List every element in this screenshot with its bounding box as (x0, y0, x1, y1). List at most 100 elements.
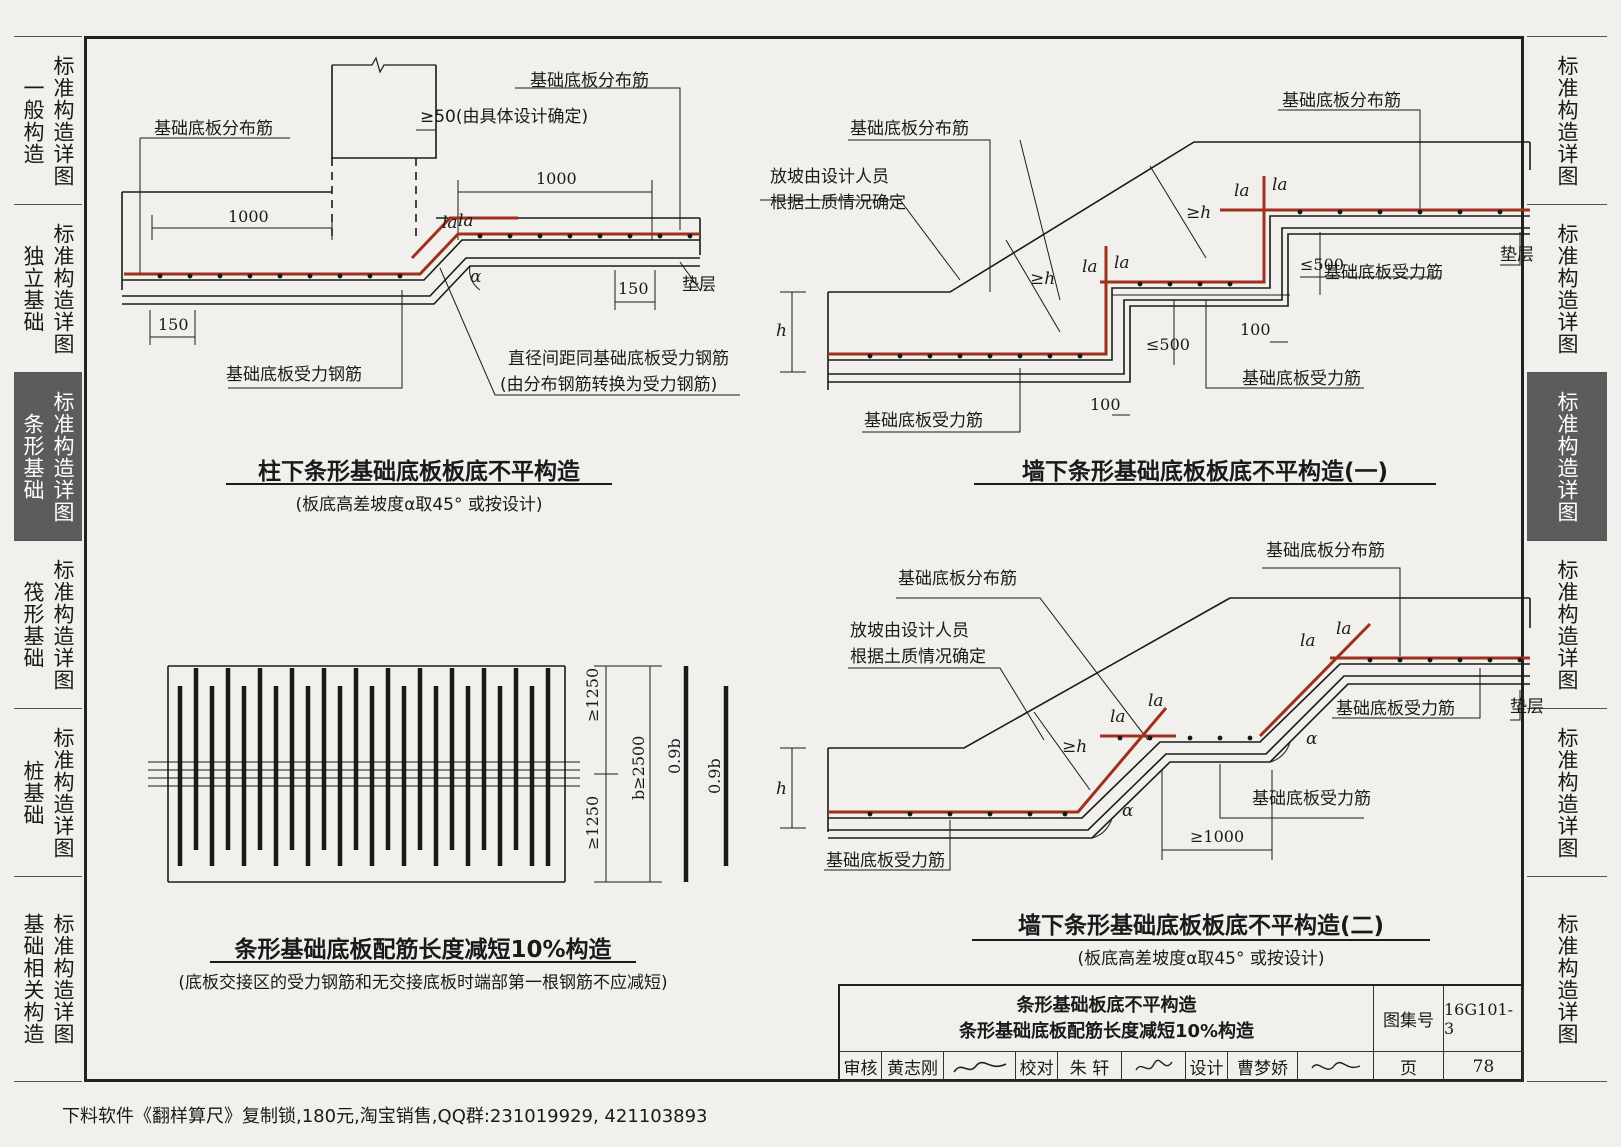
diagram-bar-shortening (148, 665, 662, 883)
dim-100: 100 (1090, 395, 1121, 414)
label-dist-bar: 基础底板分布筋 (1266, 541, 1385, 561)
side-tab-isolated-footing[interactable]: 独立基础标准构造详图 (14, 204, 82, 372)
label-main-bar: 基础底板受力筋 (1324, 263, 1443, 283)
label-slope-note: 放坡由设计人员 (770, 167, 889, 187)
label-la: la (1148, 691, 1164, 711)
signature-image (1134, 1059, 1173, 1070)
caption-d2-title: 墙下条形基础底板板底不平构造(一) (1021, 459, 1389, 485)
label-ge-h: ≥h (1186, 203, 1211, 223)
side-tab-sublabel: 标准构造详图 (51, 726, 75, 859)
check-label: 校对 (1016, 1052, 1058, 1082)
rebar-slope-d1 (410, 216, 518, 260)
label-h: h (776, 779, 787, 799)
designer-name: 曹梦娇 (1228, 1052, 1298, 1082)
label-ge-h: ≥h (1030, 269, 1055, 289)
label-min50: ≥50(由具体设计确定) (420, 107, 588, 127)
right-tab-6[interactable]: 标准构造详图 (1527, 876, 1607, 1082)
reviewer-name: 黄志刚 (882, 1052, 944, 1082)
label-alpha: α (470, 267, 482, 287)
diagram-column-footing (121, 56, 740, 396)
label-dist-bar: 基础底板分布筋 (850, 119, 969, 139)
dim-1000-left: 1000 (228, 207, 269, 226)
caption-d3-title: 条形基础底板配筋长度减短10%构造 (234, 937, 612, 963)
label-la: la (458, 211, 474, 231)
label-main-bar: 基础底板受力筋 (1242, 369, 1361, 389)
label-la: la (1082, 257, 1098, 277)
footer-text: 下料软件《翻样算尺》复制锁,180元,淘宝销售,QQ群:231019929, 4… (62, 1106, 708, 1127)
rebar-main-d4-left (828, 707, 1168, 814)
right-tab-label: 标准构造详图 (1555, 726, 1579, 859)
label-main-bar: 基础底板受力筋 (1252, 789, 1371, 809)
drawing-frame (84, 36, 1524, 1082)
dim-b: b≥2500 (629, 736, 648, 800)
dim-ge1250: ≥1250 (583, 668, 602, 722)
label-main-bar: 基础底板受力筋 (826, 851, 945, 871)
side-tab-sublabel: 标准构造详图 (51, 54, 75, 187)
label-la: la (1272, 175, 1288, 195)
label-dist-bar: 基础底板分布筋 (1282, 91, 1401, 111)
side-tab-label: 一般构造 (21, 76, 45, 165)
title-line-1: 条形基础板底不平构造 (1016, 994, 1197, 1016)
side-tab-sublabel: 标准构造详图 (51, 390, 75, 523)
side-tab-raft-foundation[interactable]: 筏形基础标准构造详图 (14, 540, 82, 708)
label-dist-bar: 基础底板分布筋 (898, 569, 1017, 589)
label-la: la (1110, 707, 1126, 727)
caption-d3-subtitle: (底板交接区的受力钢筋和无交接底板时端部第一根钢筋不应减短) (178, 973, 668, 993)
title-block-name: 条形基础板底不平构造 条形基础底板配筋长度减短10%构造 (840, 986, 1374, 1052)
label-slope-note: 根据土质情况确定 (850, 647, 986, 667)
diagram-wall-footing-1 (760, 109, 1531, 433)
label-note: (由分布钢筋转换为受力钢筋) (500, 375, 717, 395)
label-note: 直径间距同基础底板受力钢筋 (508, 349, 729, 369)
right-tab-4[interactable]: 标准构造详图 (1527, 540, 1607, 708)
label-dist-bar-top: 基础底板分布筋 (530, 71, 649, 91)
side-tab-general[interactable]: 一般构造标准构造详图 (14, 36, 82, 204)
dim-ge1000: ≥1000 (1190, 827, 1244, 846)
caption-d4-title: 墙下条形基础底板板底不平构造(二) (1017, 913, 1385, 939)
title-block: 条形基础板底不平构造 条形基础底板配筋长度减短10%构造 图集号 16G101-… (838, 984, 1524, 1082)
checker-name: 朱 轩 (1058, 1052, 1122, 1082)
label-la: la (1300, 631, 1316, 651)
right-tab-2[interactable]: 标准构造详图 (1527, 204, 1607, 372)
title-line-2: 条形基础底板配筋长度减短10%构造 (958, 1020, 1255, 1042)
label-dist-bar: 基础底板分布筋 (154, 119, 273, 139)
rebar-slope-d4 (1258, 622, 1372, 738)
right-tab-label: 标准构造详图 (1555, 390, 1579, 523)
side-tab-label: 基础相关构造 (21, 913, 45, 1045)
label-la: la (1336, 619, 1352, 639)
right-tab-5[interactable]: 标准构造详图 (1527, 708, 1607, 876)
label-slope-note: 根据土质情况确定 (770, 193, 906, 213)
signature-image (1310, 1061, 1360, 1070)
atlas-label: 图集号 (1374, 986, 1444, 1052)
rebar-main-d1 (124, 232, 700, 276)
label-main-bar: 基础底板受力钢筋 (226, 365, 362, 385)
label-h: h (776, 321, 787, 341)
side-tab-related-details[interactable]: 基础相关构造标准构造详图 (14, 876, 82, 1082)
side-tab-label: 桩基础 (21, 759, 45, 826)
rebar-dots (157, 209, 1523, 817)
dim-100: 100 (1240, 320, 1271, 339)
right-tab-3[interactable]: 标准构造详图 (1527, 372, 1607, 540)
label-la: la (1234, 181, 1250, 201)
design-label: 设计 (1186, 1052, 1228, 1082)
reviewer-signature (944, 1052, 1016, 1082)
page-number: 78 (1444, 1052, 1524, 1082)
right-tab-label: 标准构造详图 (1555, 54, 1579, 187)
label-cushion: 垫层 (1510, 697, 1544, 717)
caption-d1-title: 柱下条形基础底板板底不平构造 (258, 459, 580, 485)
side-tab-label: 筏形基础 (21, 580, 45, 669)
right-tab-1[interactable]: 标准构造详图 (1527, 36, 1607, 204)
side-tab-pile-foundation[interactable]: 桩基础标准构造详图 (14, 708, 82, 876)
side-tab-strip-footing[interactable]: 条形基础标准构造详图 (14, 372, 82, 540)
label-main-bar: 基础底板受力筋 (864, 411, 983, 431)
label-alpha: α (1306, 729, 1318, 749)
designer-signature (1298, 1052, 1374, 1082)
dim-1000-right: 1000 (536, 169, 577, 188)
label-ge-h: ≥h (1062, 737, 1087, 757)
label-main-bar: 基础底板受力筋 (1336, 699, 1455, 719)
page-label: 页 (1374, 1052, 1444, 1082)
dim-150: 150 (618, 279, 649, 298)
signature-image (952, 1061, 1006, 1072)
label-alpha: α (1122, 801, 1134, 821)
atlas-number: 16G101-3 (1444, 986, 1524, 1052)
label-slope-note: 放坡由设计人员 (850, 621, 969, 641)
